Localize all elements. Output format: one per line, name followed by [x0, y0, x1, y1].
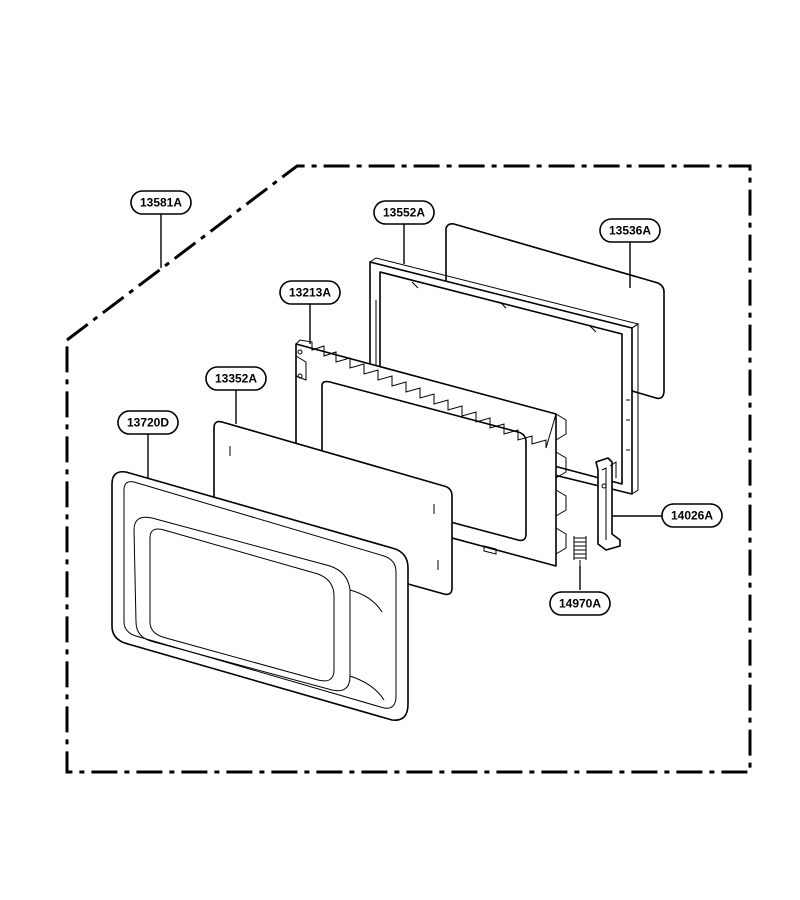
svg-text:13552A: 13552A	[383, 206, 425, 220]
callout-13536a: 13536A	[599, 218, 661, 243]
callout-13352a: 13352A	[205, 366, 267, 391]
callout-13581a: 13581A	[130, 190, 192, 215]
part-14970a-spring	[573, 536, 587, 566]
callout-13720d: 13720D	[117, 410, 179, 435]
callout-13552a: 13552A	[373, 200, 435, 225]
assembly-boundary	[65, 164, 752, 774]
svg-text:13720D: 13720D	[127, 416, 169, 430]
svg-text:13581A: 13581A	[140, 196, 182, 210]
svg-text:13536A: 13536A	[609, 224, 651, 238]
svg-text:13213A: 13213A	[289, 286, 331, 300]
callout-13213a: 13213A	[279, 280, 341, 305]
part-13720d-door-front	[111, 470, 409, 721]
svg-text:13352A: 13352A	[215, 372, 257, 386]
svg-text:14970A: 14970A	[559, 597, 601, 611]
callout-14970a: 14970A	[549, 591, 611, 616]
svg-text:14026A: 14026A	[671, 509, 713, 523]
part-14026a-latch-hook	[595, 457, 621, 551]
callout-14026a: 14026A	[661, 503, 723, 528]
